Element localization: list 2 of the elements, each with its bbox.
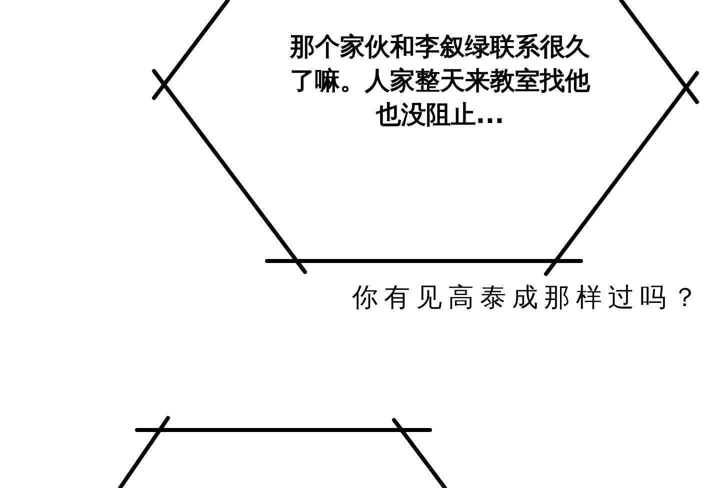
dialogue-text: 你有见高泰成那样过吗？ [352,282,704,315]
speech-text: 那个家伙和李叙绿联系很久了嘛。人家整天来教室找他也没阻止... [290,31,590,131]
